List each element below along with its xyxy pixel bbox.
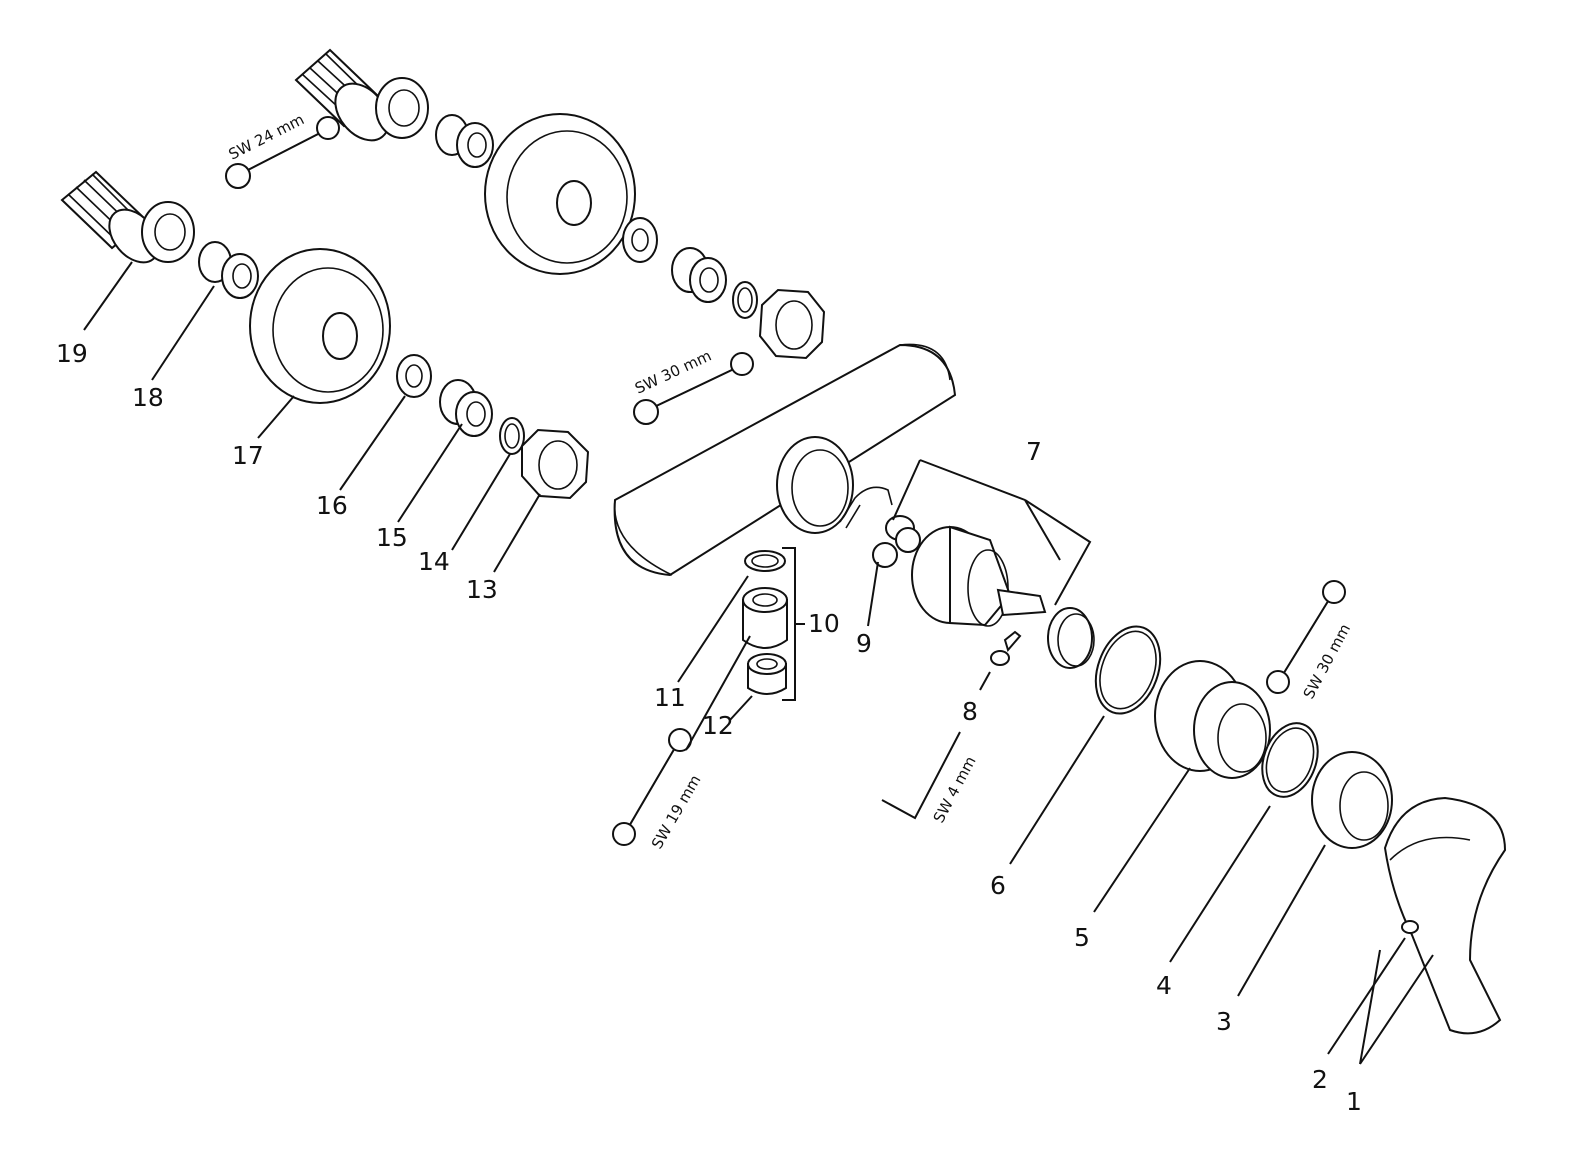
clip-9 (839, 486, 893, 529)
label-19: 19 (56, 339, 88, 368)
upper-threaded-connector (294, 48, 429, 142)
label-7: 7 (1026, 437, 1042, 466)
seals-7 (872, 515, 921, 568)
label-14: 14 (418, 547, 450, 576)
label-5: 5 (1074, 923, 1090, 952)
label-13: 13 (466, 575, 498, 604)
label-3: 3 (1216, 1007, 1232, 1036)
nut-13 (521, 428, 590, 500)
insert-12 (747, 653, 787, 695)
label-9: 9 (856, 629, 872, 658)
label-8: 8 (962, 697, 978, 726)
label-10: 10 (808, 609, 840, 638)
upper-washer (622, 217, 658, 263)
label-18: 18 (132, 383, 164, 412)
upper-o-ring (732, 281, 758, 319)
wrench-30-right-icon (1266, 580, 1346, 694)
wrench-label-sw19: SW 19 mm (648, 772, 705, 852)
label-1: 1 (1346, 1087, 1362, 1116)
hex-key-icon (881, 731, 961, 820)
upper-adapter (435, 114, 494, 168)
leader-lines (83, 261, 1434, 1065)
label-17: 17 (232, 441, 264, 470)
o-ring-4 (1261, 722, 1319, 798)
wrench-label-sw4: SW 4 mm (930, 753, 980, 826)
nut-7 (1047, 607, 1095, 669)
upper-eccentric (671, 247, 727, 303)
rosette-17 (249, 248, 391, 404)
wrench-24-icon (225, 116, 340, 189)
wrench-label-sw30-top: SW 30 mm (632, 347, 714, 398)
o-ring-6 (1094, 625, 1162, 715)
cap-3 (1311, 751, 1393, 849)
label-15: 15 (376, 523, 408, 552)
label-6: 6 (990, 871, 1006, 900)
eccentric-15 (439, 379, 493, 437)
part-numbers: 19 18 17 16 15 14 13 7 9 10 11 12 8 6 5 … (56, 339, 1362, 1116)
label-2: 2 (1312, 1065, 1328, 1094)
cartridge-7 (911, 525, 1047, 627)
washer-16 (396, 354, 432, 398)
upper-nut (758, 288, 826, 360)
threaded-connector-19 (60, 170, 195, 264)
sleeve-10 (742, 587, 788, 649)
wrench-19-icon (612, 728, 692, 846)
upper-rosette (484, 113, 636, 275)
label-16: 16 (316, 491, 348, 520)
wrench-30-top-icon (633, 352, 754, 425)
adapter-18 (198, 241, 259, 299)
o-ring-14 (499, 417, 525, 455)
grub-screw-2 (1401, 920, 1419, 934)
label-11: 11 (654, 683, 686, 712)
label-12: 12 (702, 711, 734, 740)
wrench-label-sw24: SW 24 mm (226, 110, 307, 163)
label-4: 4 (1156, 971, 1172, 1000)
screw-8 (990, 630, 1022, 666)
bracket-10 (782, 547, 805, 701)
mixer-body (613, 343, 957, 577)
ring-11 (744, 550, 786, 572)
cover-5 (1154, 660, 1271, 779)
